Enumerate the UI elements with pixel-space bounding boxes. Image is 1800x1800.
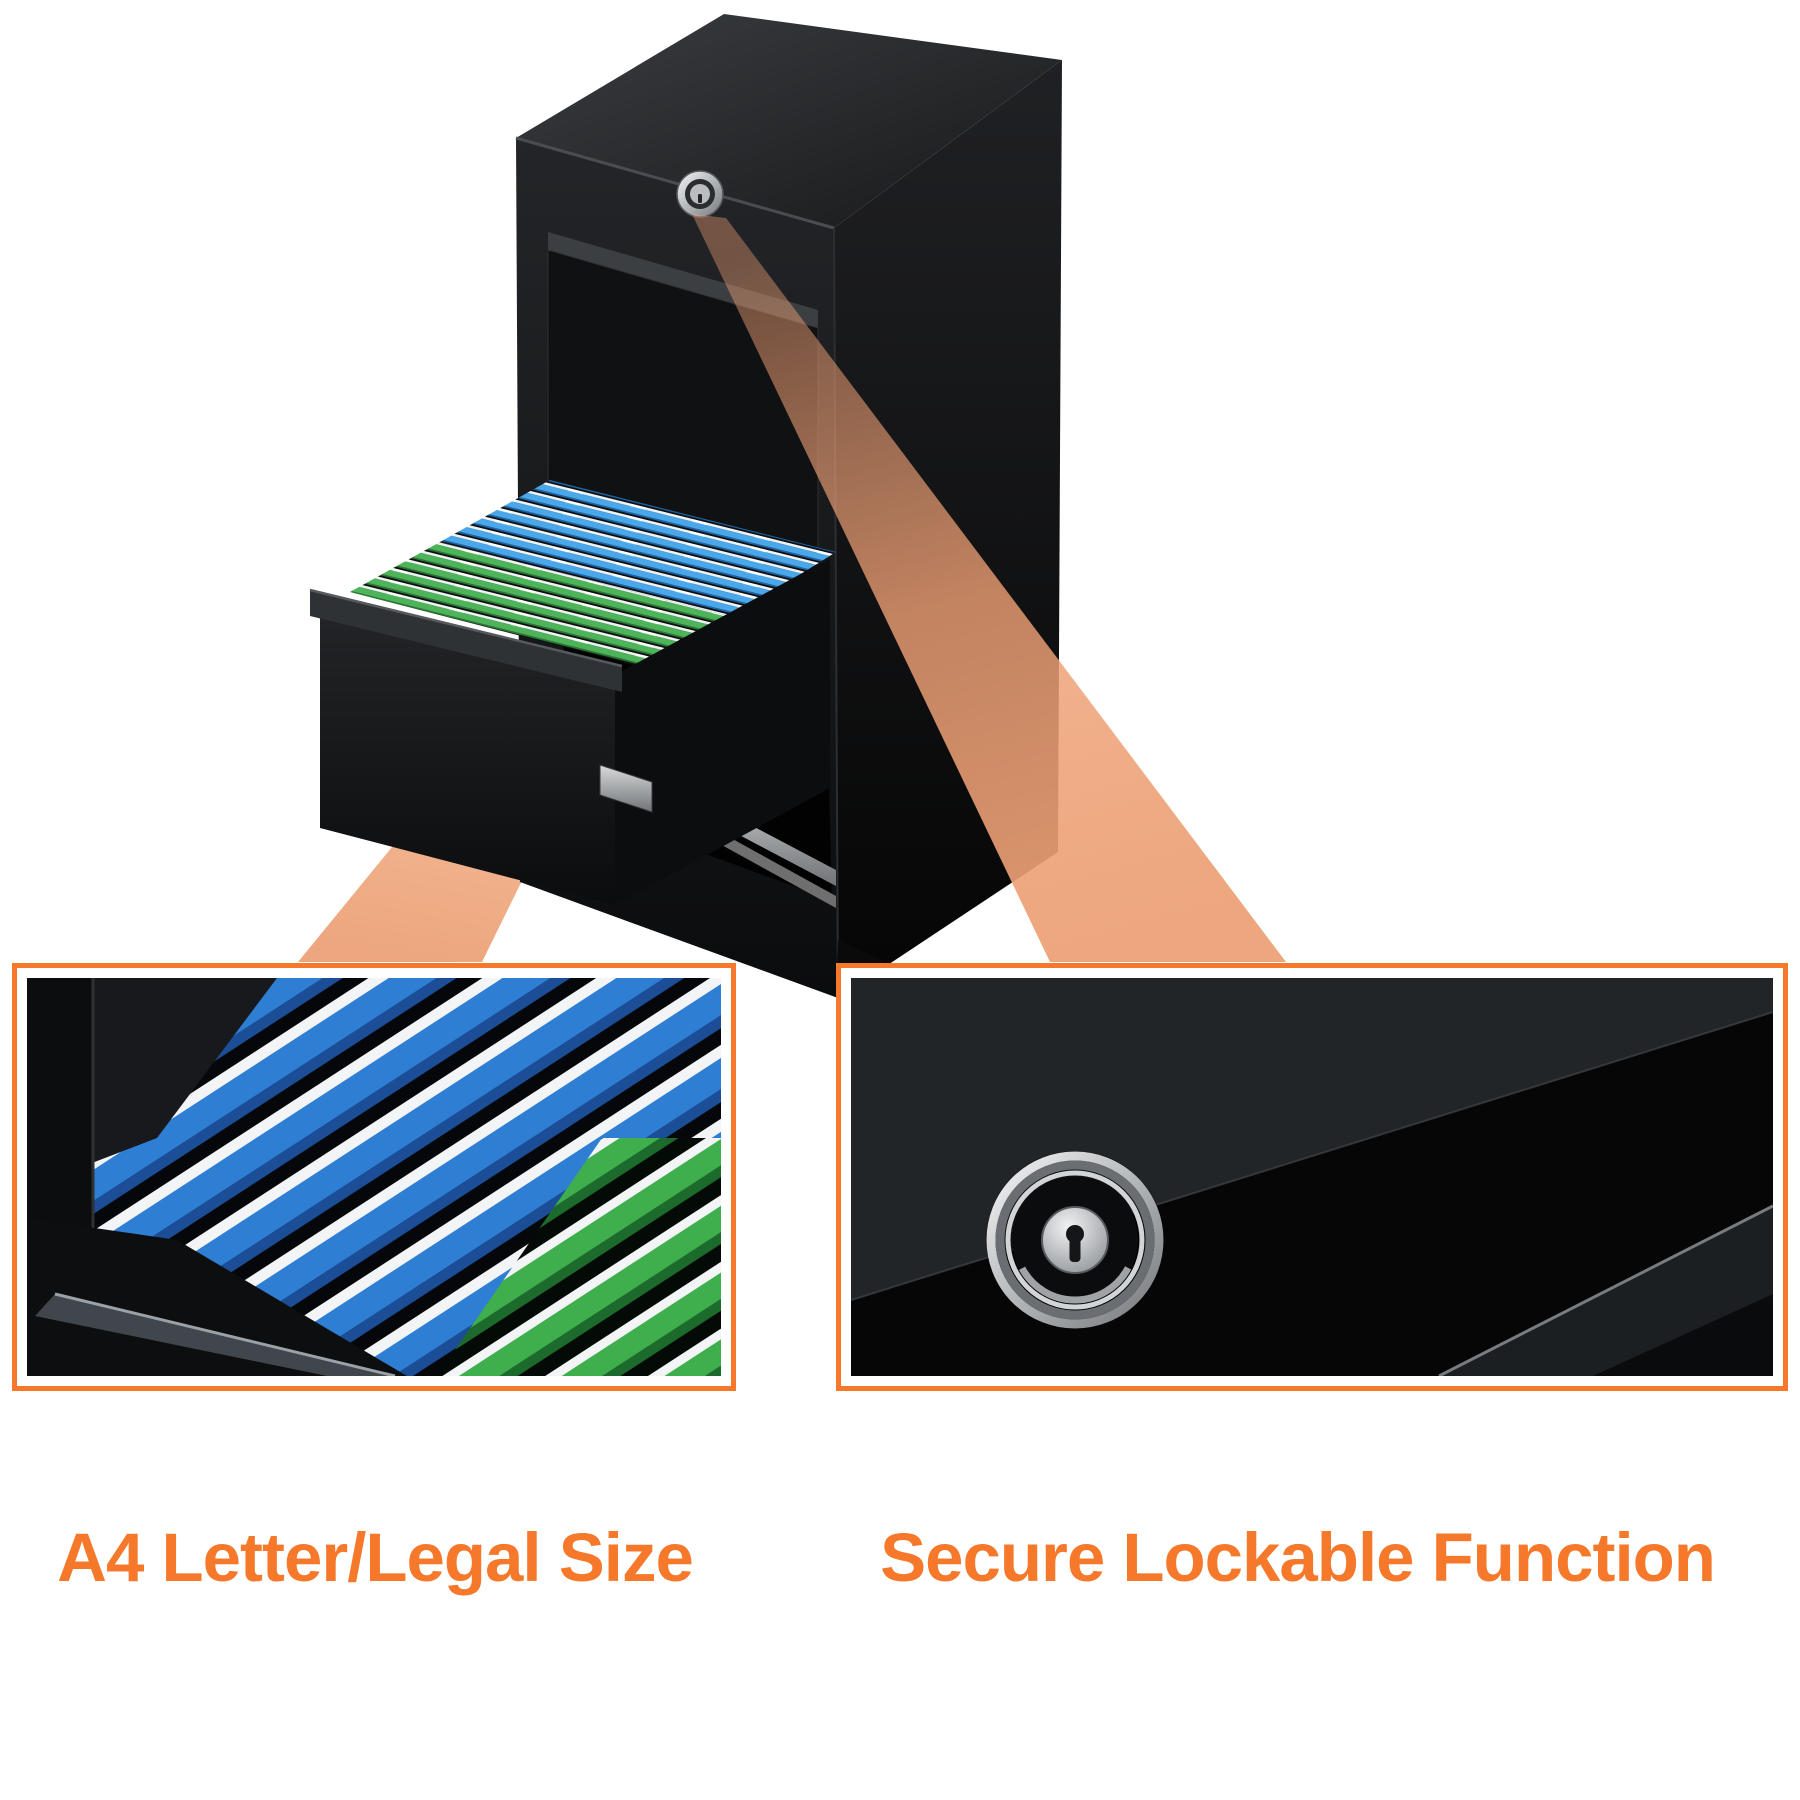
drawer-front-lip <box>310 590 622 692</box>
closeup-edge-highlight <box>54 1292 396 1376</box>
lock-keyhole-icon <box>986 1151 1164 1329</box>
cabinet-corner-edge <box>833 227 839 999</box>
open-drawer <box>309 480 836 905</box>
cabinet-top-face <box>516 14 1062 228</box>
cabinet-top-edge <box>515 136 835 230</box>
callout-files <box>12 963 736 1391</box>
lock-closeup <box>851 978 1773 1376</box>
closeup-drawer-front <box>27 1218 407 1376</box>
drawer-front-panel <box>320 600 615 905</box>
panel-edge-highlight <box>1438 1204 1773 1376</box>
panel-corner-shadow <box>1593 1294 1773 1376</box>
files-closeup <box>27 978 721 1376</box>
drawer-label-plate <box>599 764 653 813</box>
drawer-side-wall <box>615 558 830 905</box>
drawer-lip-highlight <box>309 588 623 668</box>
file-folders-green <box>350 542 732 667</box>
beam-to-lock-callout <box>692 214 1286 962</box>
lock-icon <box>676 170 724 218</box>
label-lockable: Secure Lockable Function <box>880 1519 1716 1596</box>
closeup-green-folders <box>437 1138 721 1376</box>
file-folders-blue <box>440 480 836 617</box>
callout-lock <box>836 963 1788 1391</box>
label-a4-size: A4 Letter/Legal Size <box>57 1519 694 1596</box>
